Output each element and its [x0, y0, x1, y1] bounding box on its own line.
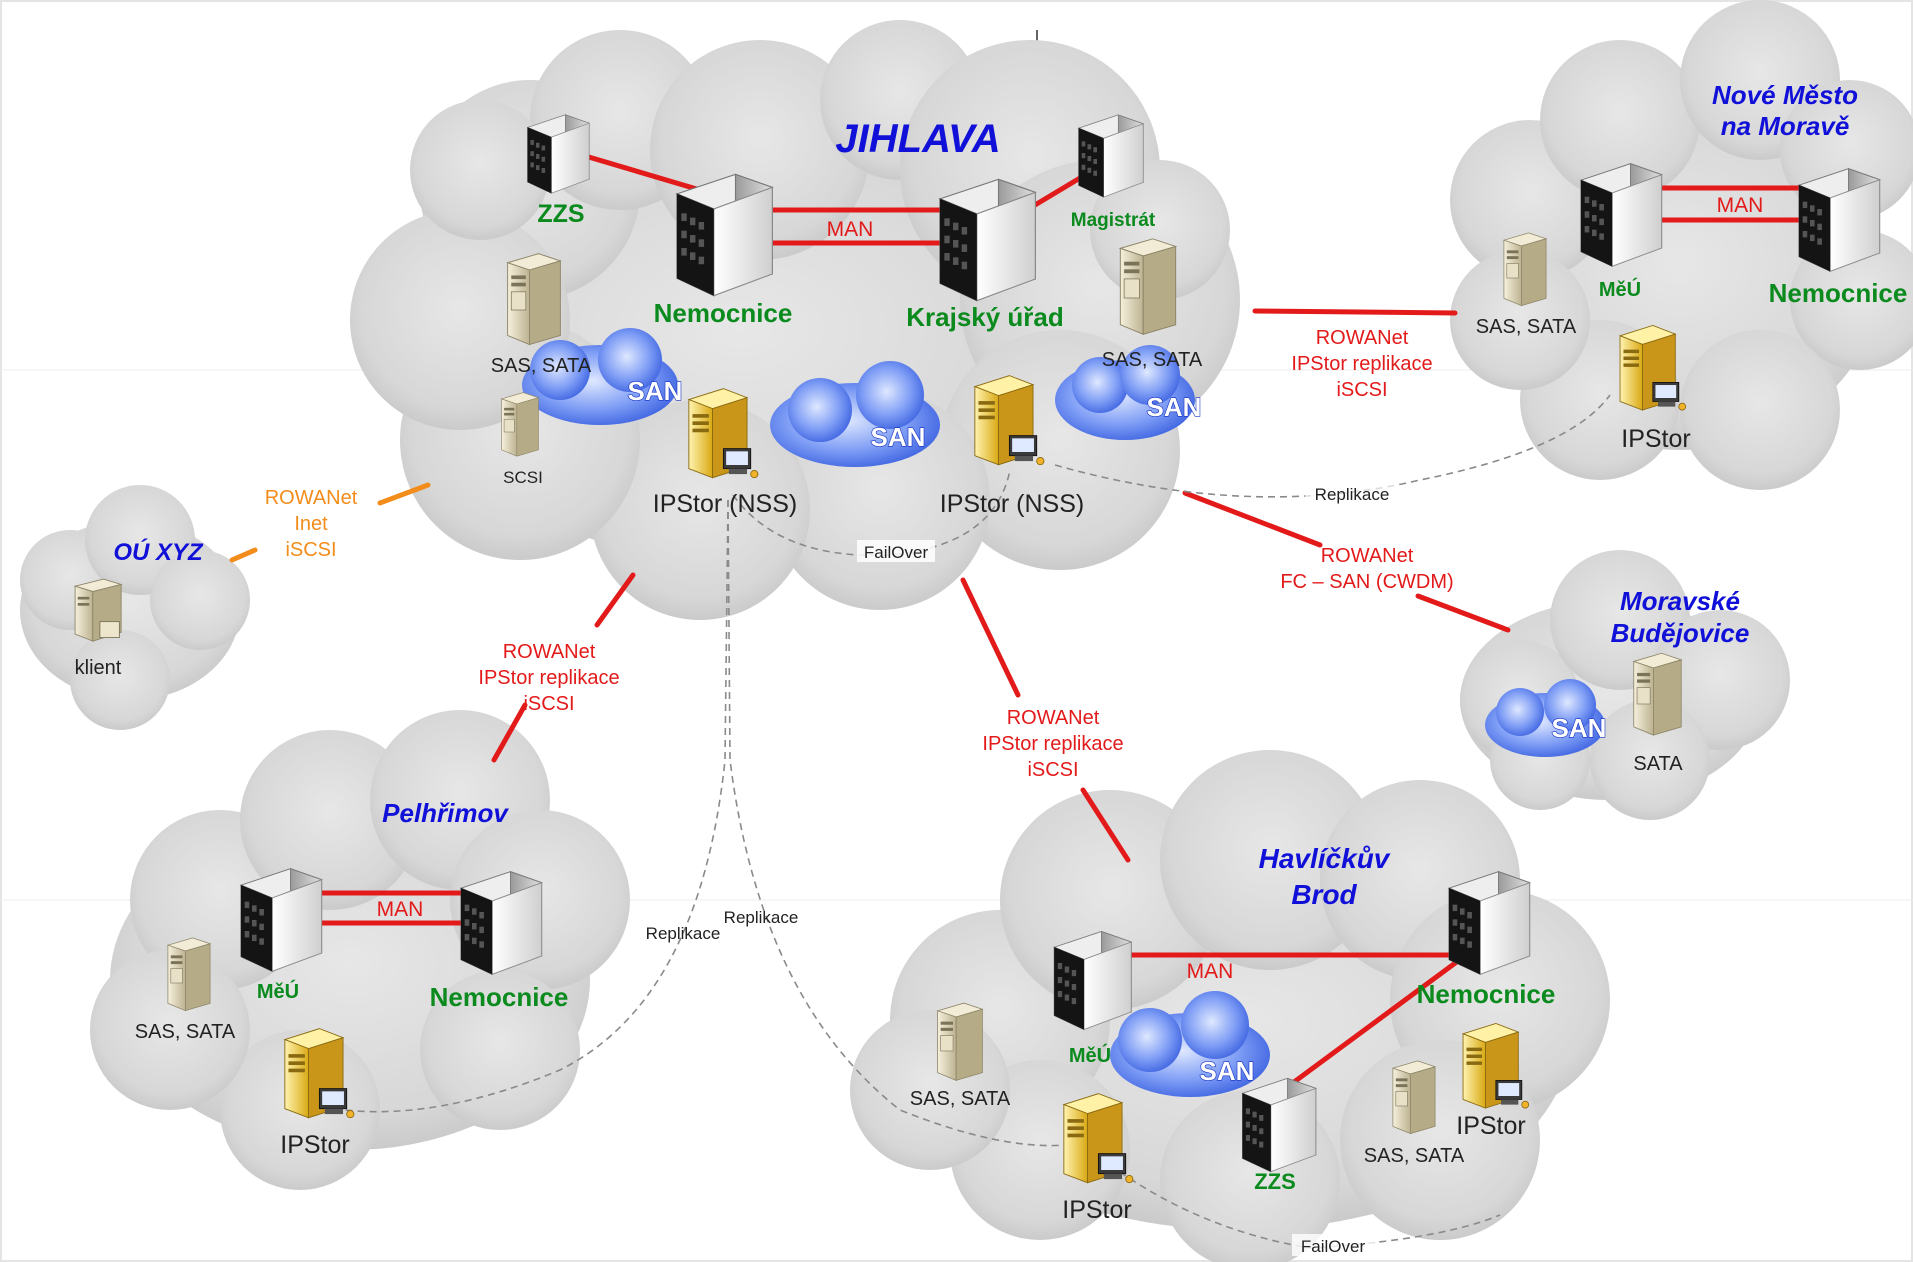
label-ipstor-pel: IPStor [280, 1131, 349, 1159]
san-cloud-5 [1110, 991, 1270, 1097]
label-meu-pel: MěÚ [257, 979, 299, 1003]
label-san-1: SAN [628, 376, 683, 406]
city-havlickuv-line1: Havlíčkův [1259, 843, 1391, 874]
label-replikace-pel: Replikace [646, 924, 721, 943]
label-replikace-nm: Replikace [1315, 485, 1390, 504]
label-krajsky-urad: Krajský úřad [906, 302, 1064, 332]
label-storage-pel: SAS, SATA [135, 1021, 236, 1043]
krajsky-server-icon [939, 178, 1036, 302]
storage-nm-icon [1503, 232, 1547, 307]
cloud-jihlava [350, 20, 1240, 620]
link-mb-line1: ROWANet [1321, 545, 1414, 567]
label-nemocnice: Nemocnice [654, 298, 793, 328]
label-man-hb: MAN [1187, 960, 1234, 983]
city-nove-mesto-line2: na Moravě [1721, 111, 1850, 141]
magistrat-server-icon [1078, 114, 1144, 198]
storage-mb-icon [1633, 652, 1682, 736]
storage-left-icon [507, 253, 561, 346]
link-pel-line1: ROWANet [503, 641, 596, 663]
city-moravske-line2: Budějovice [1611, 618, 1750, 648]
storage-pel-icon [167, 937, 211, 1012]
label-zzs-hb: ZZS [1254, 1169, 1296, 1194]
link-pel-line2: IPStor replikace [478, 667, 619, 689]
storage-right-icon [1119, 238, 1177, 335]
label-ipstor-nss-2: IPStor (NSS) [940, 490, 1084, 518]
link-hb-line1: ROWANet [1007, 707, 1100, 729]
link-ou-line1: ROWANet [265, 487, 358, 509]
klient-icon [74, 578, 122, 642]
label-sata-mb: SATA [1633, 753, 1683, 775]
city-ou-xyz: OÚ XYZ [113, 538, 204, 566]
label-klient: klient [75, 657, 122, 679]
storage-hb-right-icon [1392, 1060, 1436, 1135]
san-cloud-4 [1485, 679, 1605, 757]
city-jihlava: JIHLAVA [835, 117, 1000, 161]
zzs-server-icon [527, 114, 590, 194]
san-cloud-3 [1055, 345, 1195, 440]
city-moravske-line1: Moravské [1620, 586, 1740, 616]
cloud-nove-mesto [1450, 0, 1913, 490]
label-storage-hb-right: SAS, SATA [1364, 1145, 1465, 1167]
nemocnice-hb-server-icon [1448, 871, 1531, 975]
link-ou-line3: iSCSI [285, 539, 336, 561]
meu-nm-server-icon [1580, 163, 1663, 267]
scsi-storage-icon [501, 392, 539, 457]
link-hb-line2: IPStor replikace [982, 733, 1123, 755]
label-storage-hb-left: SAS, SATA [910, 1088, 1011, 1110]
label-storage-left: SAS, SATA [491, 355, 592, 377]
label-zzs: ZZS [537, 200, 584, 228]
meu-hb-server-icon [1053, 931, 1132, 1030]
label-failover-jihlava: FailOver [864, 543, 929, 562]
label-ipstor-hb-right: IPStor [1456, 1112, 1525, 1140]
san-cloud-2 [770, 361, 940, 467]
link-ou-line2: Inet [294, 513, 328, 535]
label-ipstor-nss-1: IPStor (NSS) [653, 490, 797, 518]
label-meu-hb: MěÚ [1069, 1043, 1111, 1067]
label-ipstor-hb-bottom: IPStor [1062, 1196, 1131, 1224]
label-san-3: SAN [1147, 392, 1202, 422]
meu-pel-server-icon [240, 868, 323, 972]
link-mb-line2: FC – SAN (CWDM) [1280, 571, 1453, 593]
label-magistrat: Magistrát [1071, 210, 1156, 231]
zzs-hb-server-icon [1242, 1077, 1317, 1173]
label-storage-nm: SAS, SATA [1476, 316, 1577, 338]
storage-hb-left-icon [937, 1002, 983, 1081]
link-pel-line3: iSCSI [523, 693, 574, 715]
label-san-2: SAN [871, 422, 926, 452]
city-pelhrimov: Pelhřimov [382, 798, 509, 828]
link-nm-line2: IPStor replikace [1291, 353, 1432, 375]
label-man-jihlava: MAN [827, 218, 874, 241]
cloud-ou-xyz [20, 485, 250, 730]
label-ipstor-nm: IPStor [1621, 425, 1690, 453]
label-man-nm: MAN [1717, 194, 1764, 217]
link-nm-line1: ROWANet [1316, 327, 1409, 349]
san-cloud-1 [522, 328, 678, 425]
city-havlickuv-line2: Brod [1291, 879, 1357, 910]
label-failover-hb: FailOver [1301, 1237, 1366, 1256]
label-replikace-hb: Replikace [724, 908, 799, 927]
label-nemocnice-pel: Nemocnice [430, 982, 569, 1012]
link-hb-line3: iSCSI [1027, 759, 1078, 781]
nemocnice-server-icon [676, 173, 773, 297]
label-man-pel: MAN [377, 898, 424, 921]
nemocnice-nm-server-icon [1798, 168, 1881, 272]
label-san-mb: SAN [1552, 713, 1607, 743]
label-storage-right: SAS, SATA [1102, 349, 1203, 371]
label-san-hb: SAN [1200, 1056, 1255, 1086]
inet-link [229, 482, 431, 563]
city-nove-mesto-line1: Nové Město [1712, 80, 1858, 110]
label-scsi: SCSI [503, 468, 543, 487]
label-meu-nm: MěÚ [1599, 277, 1641, 301]
link-nm-line3: iSCSI [1336, 379, 1387, 401]
nemocnice-pel-server-icon [460, 871, 543, 975]
label-nemocnice-nm: Nemocnice [1769, 278, 1908, 308]
label-nemocnice-hb: Nemocnice [1417, 979, 1556, 1009]
